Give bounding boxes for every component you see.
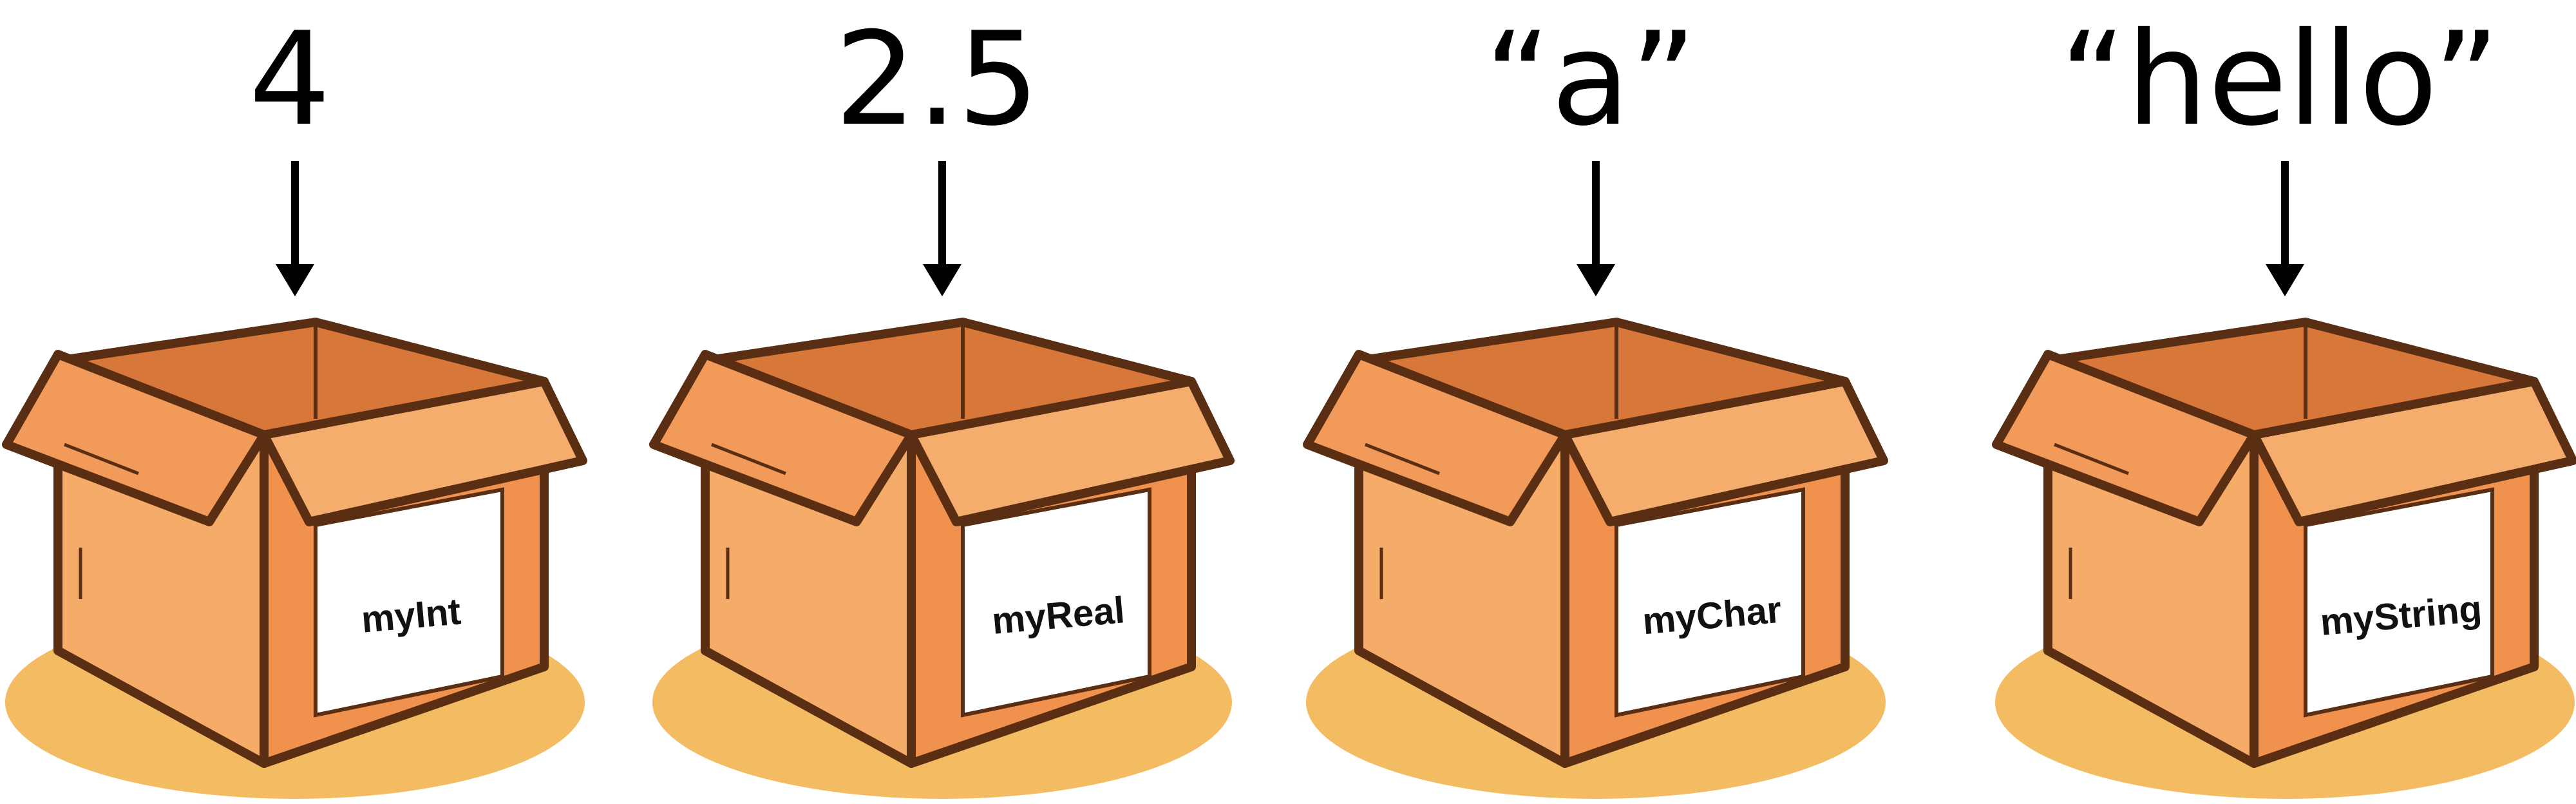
value-text: “a”	[1484, 5, 1697, 155]
down-arrow-icon	[1577, 161, 1615, 296]
value-text: 2.5	[835, 5, 1039, 155]
box-flap-left	[2, 350, 269, 526]
value-text: “hello”	[2060, 5, 2499, 155]
box-label-sticker	[961, 487, 1151, 718]
box-icon	[1303, 318, 1888, 799]
box-flap-right	[260, 377, 587, 526]
box-group-3: “a” myChar	[1303, 5, 1888, 799]
box-flap-left	[649, 350, 916, 526]
box-crease	[1365, 443, 1440, 475]
box-crease	[711, 443, 786, 475]
box-label-text: myInt	[359, 590, 462, 640]
box-crease	[2054, 443, 2129, 475]
box-crease	[64, 443, 139, 475]
box-label-sticker	[2304, 487, 2494, 718]
box-icon	[1992, 318, 2576, 799]
box-group-1: 4 myInt	[2, 5, 587, 799]
box-flap-left	[1992, 350, 2259, 526]
box-flap-right	[2249, 377, 2576, 526]
value-text: 4	[249, 5, 330, 155]
box-label-sticker	[1615, 487, 1805, 718]
box-flap-left	[1303, 350, 1569, 526]
box-group-4: “hello” myString	[1992, 5, 2576, 799]
down-arrow-icon	[2266, 161, 2304, 296]
down-arrow-icon	[923, 161, 961, 296]
box-icon	[2, 318, 587, 799]
box-label-sticker	[314, 487, 504, 718]
box-flap-right	[1560, 377, 1888, 526]
box-icon	[649, 318, 1235, 799]
box-group-2: 2.5 myReal	[649, 5, 1235, 799]
down-arrow-icon	[276, 161, 314, 296]
box-flap-right	[907, 377, 1235, 526]
